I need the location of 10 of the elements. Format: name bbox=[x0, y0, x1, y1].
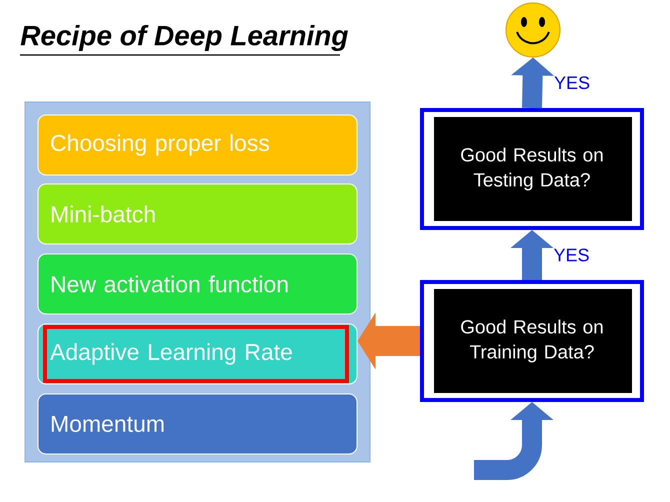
recipe-box: Choosing proper loss bbox=[38, 114, 358, 176]
question-box: Good Results on Testing Data? bbox=[420, 108, 644, 230]
recipe-box: Mini-batch bbox=[38, 184, 358, 244]
edge-label: YES bbox=[554, 248, 589, 262]
recipe-box: New activation function bbox=[38, 254, 358, 314]
recipe-box: Momentum bbox=[38, 394, 358, 454]
title: Recipe of Deep Learning bbox=[20, 24, 348, 52]
smiley-icon bbox=[506, 2, 560, 58]
question-box: Good Results on Training Data? bbox=[420, 280, 644, 402]
edge-label: YES bbox=[554, 76, 590, 90]
